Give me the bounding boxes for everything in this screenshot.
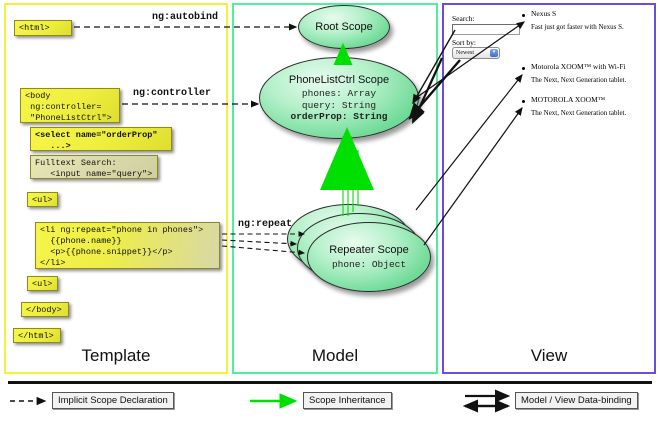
legend-item-implicit-scope-declaration: Implicit Scope Declaration xyxy=(52,392,174,409)
prop-orderprop: orderProp: String xyxy=(290,110,388,122)
legend-item-model-view-databinding: Model / View Data-binding xyxy=(515,392,638,409)
phone-name: MOTOROLA XOOM™ xyxy=(531,95,606,104)
scope-repeater-title: Repeater Scope xyxy=(329,244,409,257)
connector-label-ng-controller: ng:controller xyxy=(133,88,212,99)
sort-by-value: Newest xyxy=(456,50,474,56)
scope-phonelistctrl-props: phones: Array query: String orderProp: S… xyxy=(291,88,388,122)
phone-name: Nexus S xyxy=(531,9,557,18)
code-box-ul-close: <ul> xyxy=(27,276,58,291)
scope-phonelistctrl-title: PhoneListCtrl Scope xyxy=(288,74,390,87)
prop-phones: phones: Array xyxy=(301,88,377,100)
scope-root: Root Scope xyxy=(298,5,390,49)
legend: Implicit Scope Declaration Scope Inherit… xyxy=(0,378,660,421)
code-box-body-open: <body ng:controller= "PhoneListCtrl"> xyxy=(20,88,120,123)
sort-by-select[interactable]: Newest ▾ xyxy=(452,47,500,59)
panel-view-label: View xyxy=(530,346,568,365)
list-bullet xyxy=(522,100,525,103)
panel-template: Template xyxy=(4,3,228,374)
search-label: Search: xyxy=(452,14,475,23)
phone-name: Motorola XOOM™ with Wi-Fi xyxy=(531,62,626,71)
phone-snippet: The Next, Next Generation tablet. xyxy=(531,109,627,117)
list-item: Nexus S Fast just got faster with Nexus … xyxy=(531,9,624,31)
phone-snippet: Fast just got faster with Nexus S. xyxy=(531,23,624,31)
scope-repeater-props: phone: Object xyxy=(332,259,406,270)
list-item: MOTOROLA XOOM™ The Next, Next Generation… xyxy=(531,95,626,117)
scope-phonelistctrl: PhoneListCtrl Scope phones: Array query:… xyxy=(259,57,419,139)
connector-label-ng-repeat: ng:repeat xyxy=(238,219,293,230)
code-box-li-ngrepeat: <li ng:repeat="phone in phones"> {{phone… xyxy=(35,222,220,269)
code-box-ul-open: <ul> xyxy=(27,192,58,207)
prop-phone: phone: Object xyxy=(331,258,407,270)
search-input[interactable] xyxy=(452,24,520,35)
list-item: Motorola XOOM™ with Wi-Fi The Next, Next… xyxy=(531,62,626,84)
list-bullet xyxy=(522,14,525,17)
code-box-html-open: <html> xyxy=(14,20,72,36)
list-bullet xyxy=(522,67,525,70)
legend-item-scope-inheritance: Scope Inheritance xyxy=(303,392,392,409)
phone-snippet: The Next, Next Generation tablet. xyxy=(531,76,627,84)
legend-divider xyxy=(8,381,652,384)
scope-repeater: Repeater Scope phone: Object xyxy=(307,222,431,292)
connector-label-ng-autobind: ng:autobind xyxy=(152,12,219,23)
panel-model-label: Model xyxy=(311,346,359,365)
code-box-fulltext-search: Fulltext Search: <input name="query"> xyxy=(30,155,158,179)
code-box-html-close: </html> xyxy=(13,328,61,343)
panel-template-label: Template xyxy=(81,346,151,365)
legend-arrows xyxy=(10,389,511,413)
sort-by-label: Sort by: xyxy=(452,38,476,47)
prop-query: query: String xyxy=(301,99,377,111)
code-box-body-close: </body> xyxy=(21,302,69,317)
chevron-down-icon: ▾ xyxy=(490,49,498,57)
code-box-select-orderprop: <select name="orderProp" ...> xyxy=(30,127,172,151)
scope-root-title: Root Scope xyxy=(315,20,373,33)
